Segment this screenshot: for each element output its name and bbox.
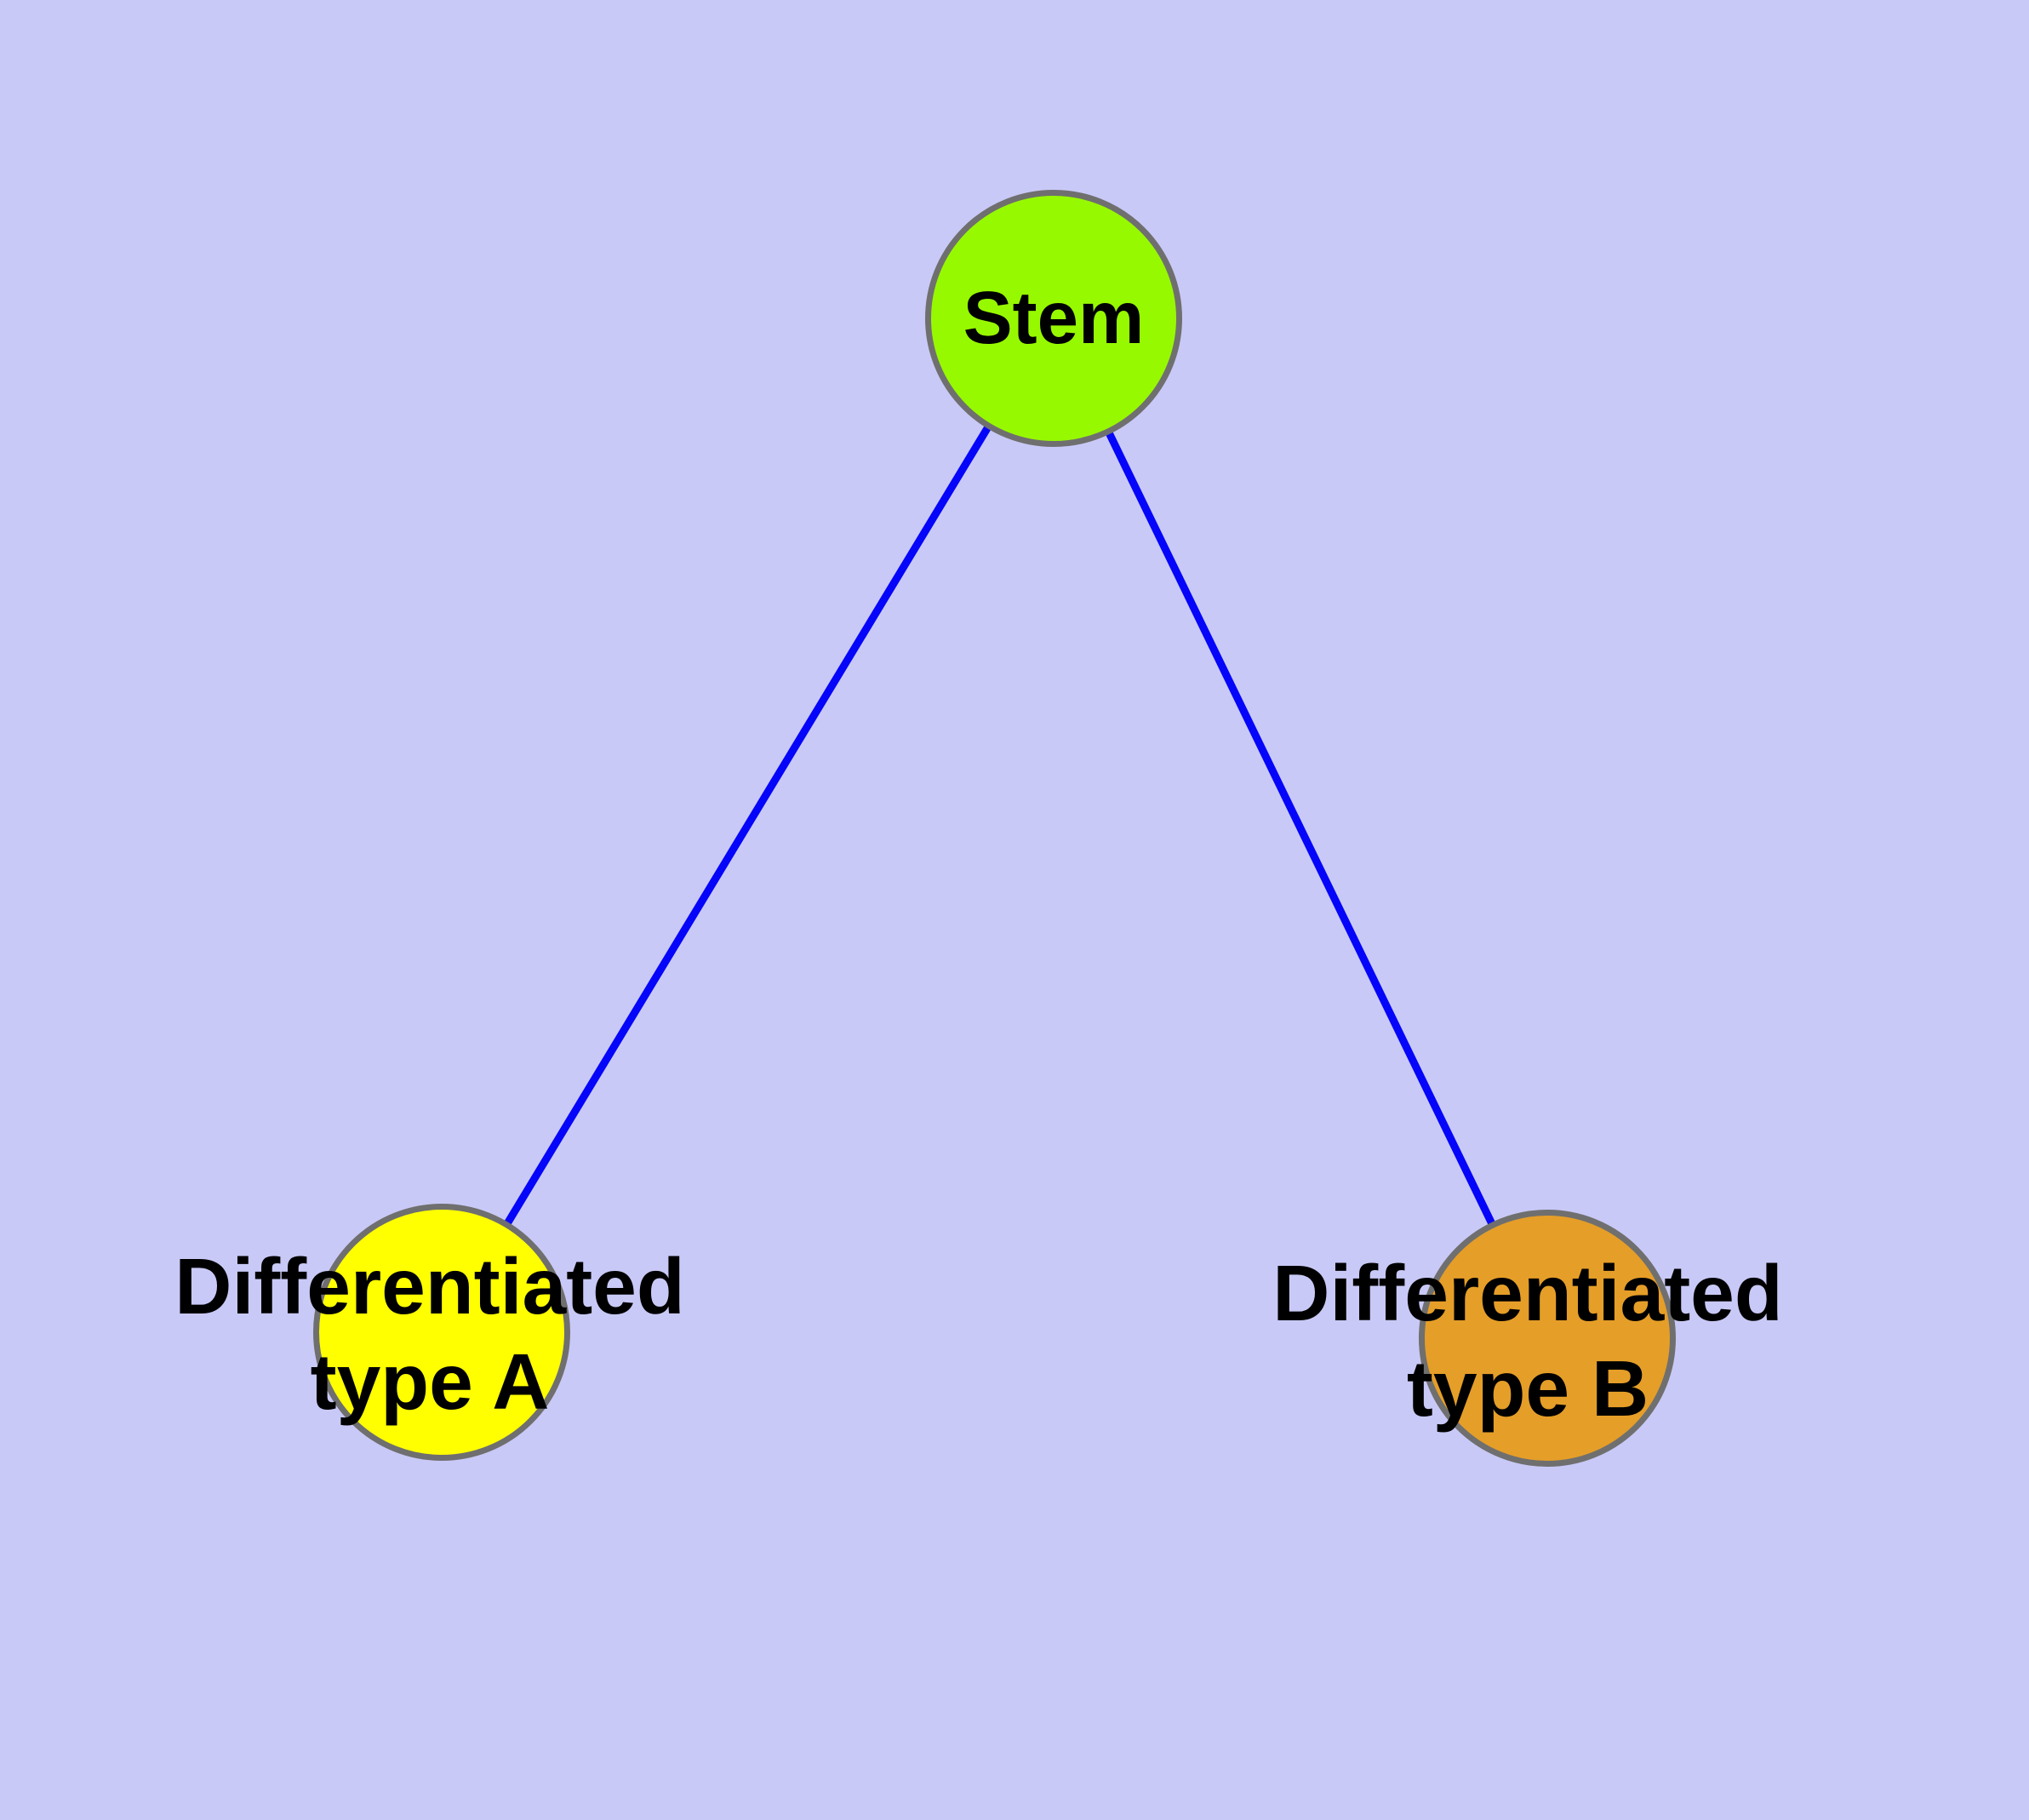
edge-stem-to-type-a [438,316,1057,1335]
node-stem[interactable] [925,190,1182,447]
edge-stem-to-type-b [1049,317,1552,1340]
node-differentiated-type-a[interactable] [313,1204,570,1461]
node-type-a-label-line1: Differentiated [174,1242,685,1331]
node-type-b-label-line2: type B [1406,1344,1649,1433]
node-stem-label-text: Stem [963,277,1145,359]
node-differentiated-type-b-label: Differentiated type B [1272,1245,1782,1436]
node-type-b-label-line1: Differentiated [1272,1249,1783,1337]
node-differentiated-type-a-label: Differentiated type A [174,1239,684,1429]
node-differentiated-type-b[interactable] [1419,1210,1676,1467]
node-stem-label: Stem [963,276,1145,361]
node-type-a-label-line2: type A [310,1337,550,1426]
